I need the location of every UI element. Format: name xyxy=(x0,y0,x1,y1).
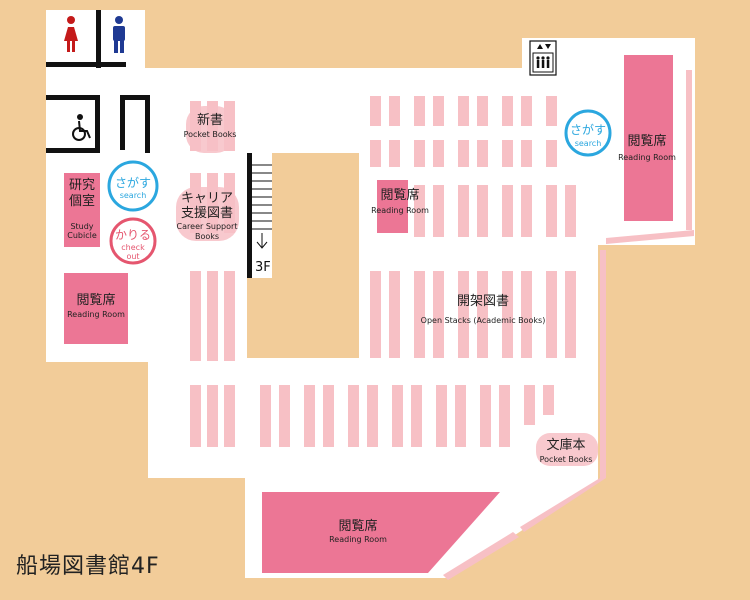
label-reading-left-jp: 閲覧席 xyxy=(76,292,115,308)
floor-down-label: 3F xyxy=(255,260,271,275)
search-badge-right[interactable]: さがす search xyxy=(564,109,612,157)
map-title: 船場図書館4F xyxy=(16,554,160,579)
label-pocket-books-en: Pocket Books xyxy=(184,130,237,139)
label-reading-right-jp: 閲覧席 xyxy=(627,133,666,149)
label-career-jp-2: 支援図書 xyxy=(181,206,233,221)
label-bunko-jp: 文庫本 xyxy=(546,438,585,453)
staircase-icon xyxy=(247,153,272,278)
label-study-en-2: Cubicle xyxy=(67,231,97,240)
label-bunko-en: Pocket Books xyxy=(540,455,593,464)
label-reading-right-en: Reading Room xyxy=(618,153,676,162)
shelves-upper xyxy=(370,96,576,358)
women-restroom-icon xyxy=(64,16,78,52)
label-open-stacks-jp: 開架図書 xyxy=(457,294,509,309)
label-study-jp-2: 個室 xyxy=(69,193,95,209)
study-cubicle xyxy=(64,173,100,247)
checkout-badge[interactable]: かりる check out xyxy=(109,217,157,265)
label-reading-center-en: Reading Room xyxy=(371,206,429,215)
checkout-en-2: out xyxy=(126,252,139,261)
label-pocket-books-jp: 新書 xyxy=(197,112,223,128)
label-reading-bottom-en: Reading Room xyxy=(329,535,387,544)
label-reading-bottom-jp: 閲覧席 xyxy=(338,518,377,534)
accessible-restroom-icon xyxy=(72,114,91,141)
label-career-en-2: Books xyxy=(195,232,219,241)
label-study-jp-1: 研究 xyxy=(69,178,95,193)
label-reading-center-jp: 閲覧席 xyxy=(380,187,419,203)
search-left-en: search xyxy=(120,191,147,200)
search-right-jp: さがす xyxy=(570,122,606,137)
label-study-en-1: Study xyxy=(70,222,93,231)
checkout-en-1: check xyxy=(121,243,145,252)
shelves-lower xyxy=(260,385,554,447)
men-restroom-icon xyxy=(113,16,125,53)
reading-room-right xyxy=(624,55,673,221)
wall-shelves xyxy=(443,70,694,580)
reading-room-bottom xyxy=(262,492,500,573)
search-badge-left[interactable]: さがす search xyxy=(107,160,159,212)
label-open-stacks-en: Open Stacks (Academic Books) xyxy=(421,316,546,325)
search-left-jp: さがす xyxy=(115,175,151,190)
walls xyxy=(46,10,150,153)
label-career-en-1: Career Support xyxy=(177,222,238,231)
label-reading-left-en: Reading Room xyxy=(67,310,125,319)
label-career-jp-1: キャリア xyxy=(181,191,233,206)
checkout-jp: かりる xyxy=(115,228,151,242)
reading-room-center xyxy=(377,180,408,233)
search-right-en: search xyxy=(575,139,602,148)
elevator-icon xyxy=(529,40,557,76)
reading-room-left xyxy=(64,273,128,344)
